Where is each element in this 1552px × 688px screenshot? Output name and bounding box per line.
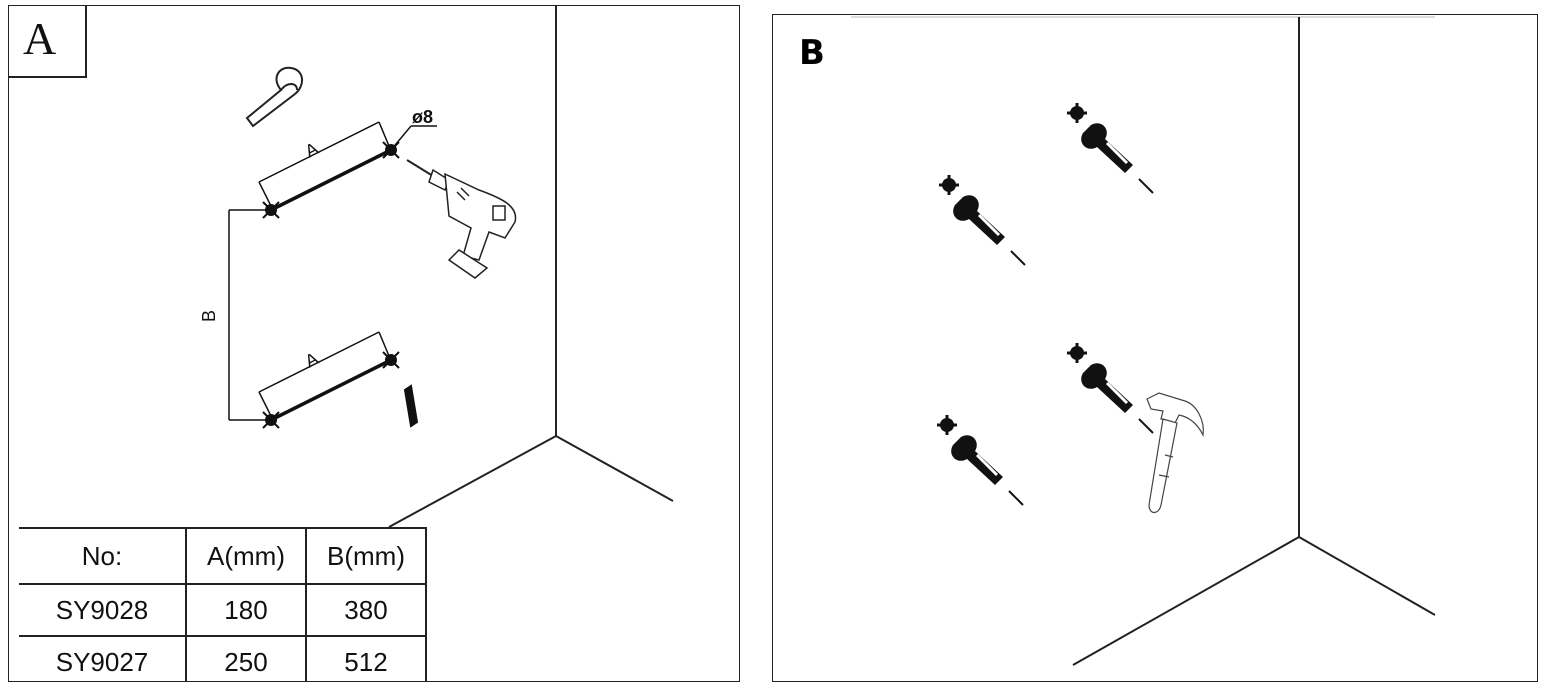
table-header-cell: No: [19,527,187,585]
step-b-label: B [799,33,825,73]
dimension-a-bottom-label: A [302,348,322,371]
hole-diameter-label: ø8 [412,107,433,127]
spec-table: No: A(mm) B(mm) SY9028 180 380 SY9027 25… [19,527,427,681]
drill-icon [406,159,517,279]
step-b-drawing [851,16,1436,666]
dimension-b-label: B [199,310,219,322]
dimension-b [228,209,271,421]
wall-anchor-icon [937,173,1027,267]
dimension-a-bottom [258,331,392,422]
step-a-drawing: A ø8 B [199,6,674,528]
table-row: SY9028 180 380 [19,583,427,637]
marker-icon [403,384,419,428]
wall-anchor-icon [1065,341,1155,435]
table-header-cell: B(mm) [305,527,427,585]
pencil-icon [245,66,303,128]
table-cell: 250 [185,635,307,681]
floor-edge-right [555,435,674,502]
step-b-panel: B [772,14,1538,682]
table-cell: 180 [185,583,307,637]
hole-mark-icon [262,141,400,429]
step-a-panel: A ø8 B [8,5,740,682]
wall-anchor-icon [935,413,1025,507]
table-cell: SY9028 [19,583,187,637]
dimension-a-top [258,121,392,212]
hammer-icon [1146,392,1204,514]
wall-anchor-icon [1065,101,1155,195]
table-header-cell: A(mm) [185,527,307,585]
table-cell: SY9027 [19,635,187,681]
floor-edge-right [1298,536,1436,616]
table-cell: 512 [305,635,427,681]
hole-leader-line [390,125,412,151]
table-row: SY9027 250 512 [19,635,427,681]
dimension-a-top-label: A [302,138,322,161]
table-header-row: No: A(mm) B(mm) [19,527,427,585]
floor-edge-left [1072,536,1300,666]
floor-edge-left [388,435,557,528]
table-cell: 380 [305,583,427,637]
step-a-label: A [9,6,87,78]
